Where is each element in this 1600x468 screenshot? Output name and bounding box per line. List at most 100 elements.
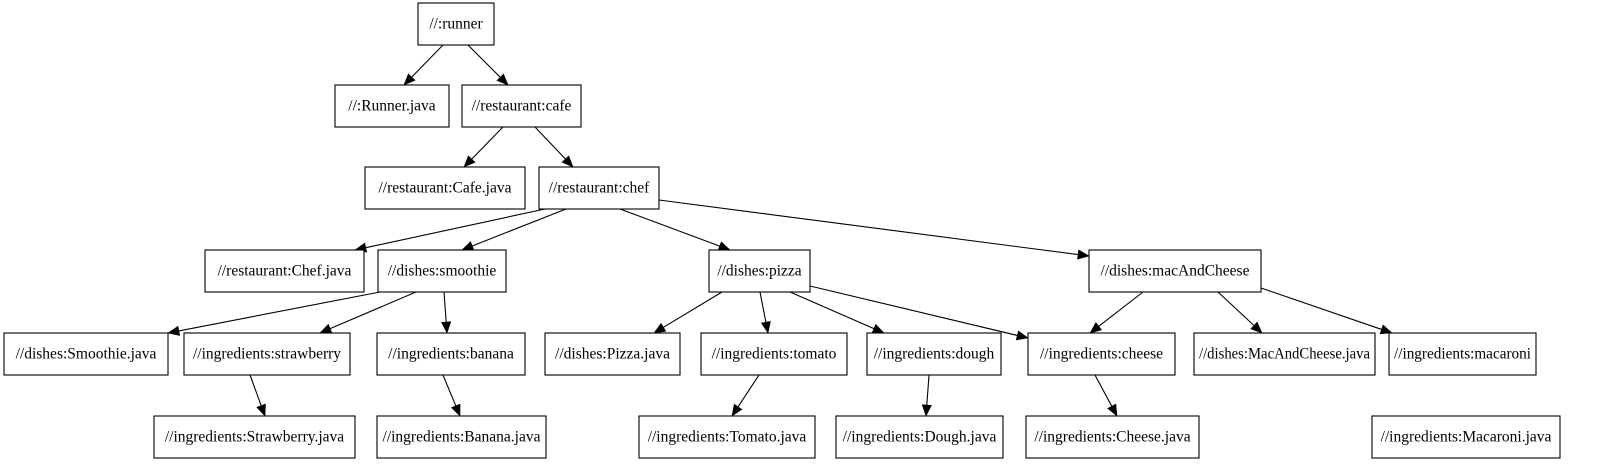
graph-edge — [921, 374, 932, 417]
graph-node-macandcheese_java[interactable]: //dishes:MacAndCheese.java — [1193, 332, 1376, 376]
graph-node-ing_banana[interactable]: //ingredients:banana — [376, 332, 526, 376]
node-label: //ingredients:Dough.java — [843, 429, 997, 446]
node-label: //ingredients:banana — [388, 346, 514, 363]
edge-arrowhead — [717, 241, 731, 251]
node-label: //ingredients:dough — [874, 346, 995, 363]
graph-node-strawberry_java[interactable]: //ingredients:Strawberry.java — [153, 415, 356, 459]
node-label: //dishes:Pizza.java — [555, 346, 670, 363]
node-box[interactable] — [377, 249, 507, 293]
node-box[interactable] — [334, 84, 450, 128]
graph-edge — [354, 208, 546, 253]
graph-node-dough_java[interactable]: //ingredients:Dough.java — [835, 415, 1004, 459]
graph-node-restaurant_cafe[interactable]: //restaurant:cafe — [461, 84, 582, 128]
node-box[interactable] — [1088, 249, 1262, 293]
node-box[interactable] — [3, 332, 169, 376]
edge-arrowhead — [1107, 403, 1118, 417]
graph-node-runner_java[interactable]: //:Runner.java — [334, 84, 450, 128]
node-box[interactable] — [866, 332, 1002, 376]
node-box[interactable] — [544, 332, 681, 376]
node-box[interactable] — [376, 415, 547, 459]
edge-line — [471, 126, 504, 160]
nodes-layer: //:runner //:Runner.java //restaurant:cafe… — [3, 2, 1561, 459]
graph-edge — [789, 291, 885, 334]
edge-arrowhead — [731, 403, 743, 417]
edge-line — [663, 291, 723, 328]
graph-node-ing_tomato[interactable]: //ingredients:tomato — [700, 332, 848, 376]
edge-arrowhead — [1250, 321, 1263, 334]
node-box[interactable] — [1371, 415, 1561, 459]
edge-line — [329, 291, 417, 330]
node-label: //dishes:macAndCheese — [1101, 263, 1250, 280]
edge-arrowhead — [1077, 249, 1090, 260]
edge-line — [249, 374, 262, 406]
graph-node-runner[interactable]: //:runner — [417, 2, 495, 46]
node-label: //:runner — [429, 16, 483, 33]
graph-edge — [463, 126, 504, 168]
node-box[interactable] — [153, 415, 356, 459]
graph-node-chef_java[interactable]: //restaurant:Chef.java — [204, 249, 365, 293]
graph-node-restaurant_chef[interactable]: //restaurant:chef — [538, 166, 660, 210]
edge-line — [619, 208, 720, 247]
edge-line — [759, 291, 767, 323]
edge-arrowhead — [561, 155, 574, 168]
node-box[interactable] — [835, 415, 1004, 459]
graph-node-smoothie_java[interactable]: //dishes:Smoothie.java — [3, 332, 169, 376]
graph-node-dishes_pizza[interactable]: //dishes:pizza — [708, 249, 811, 293]
edge-arrowhead — [921, 404, 932, 417]
node-box[interactable] — [1193, 332, 1376, 376]
graph-edge — [1089, 291, 1144, 334]
edge-arrowhead — [461, 241, 475, 251]
edge-arrowhead — [167, 325, 181, 336]
graph-node-macaroni_java[interactable]: //ingredients:Macaroni.java — [1371, 415, 1561, 459]
graph-node-dishes_macandchs[interactable]: //dishes:macAndCheese — [1088, 249, 1262, 293]
edge-line — [1260, 287, 1382, 330]
edge-arrowhead — [256, 403, 266, 417]
edge-line — [365, 208, 546, 249]
node-label: //restaurant:cafe — [472, 98, 572, 115]
node-box[interactable] — [461, 84, 582, 128]
node-box[interactable] — [638, 415, 816, 459]
graph-edge — [167, 291, 381, 336]
edge-arrowhead — [319, 323, 333, 334]
edge-line — [1098, 291, 1144, 327]
node-label: //restaurant:chef — [549, 180, 651, 197]
node-box[interactable] — [1025, 415, 1200, 459]
graph-node-cafe_java[interactable]: //restaurant:Cafe.java — [364, 166, 526, 210]
edge-line — [737, 374, 760, 408]
edge-line — [1094, 374, 1113, 407]
edge-arrowhead — [403, 73, 416, 86]
node-box[interactable] — [376, 332, 526, 376]
node-box[interactable] — [183, 332, 351, 376]
graph-edge — [1217, 291, 1263, 334]
graph-node-cheese_java[interactable]: //ingredients:Cheese.java — [1025, 415, 1200, 459]
node-box[interactable] — [204, 249, 365, 293]
node-label: //dishes:MacAndCheese.java — [1199, 346, 1370, 363]
node-box[interactable] — [1388, 332, 1537, 376]
node-box[interactable] — [538, 166, 660, 210]
graph-edge — [461, 208, 567, 251]
edge-arrowhead — [760, 320, 771, 334]
graph-node-ing_dough[interactable]: //ingredients:dough — [866, 332, 1002, 376]
node-box[interactable] — [364, 166, 526, 210]
node-box[interactable] — [1027, 332, 1176, 376]
edge-line — [789, 291, 875, 330]
edge-line — [442, 374, 457, 407]
node-label: //ingredients:Tomato.java — [648, 429, 807, 446]
node-box[interactable] — [700, 332, 848, 376]
edge-line — [809, 285, 1018, 336]
edge-line — [472, 208, 567, 247]
node-box[interactable] — [708, 249, 811, 293]
graph-edge — [467, 44, 509, 86]
graph-node-pizza_java[interactable]: //dishes:Pizza.java — [544, 332, 681, 376]
graph-node-dishes_smoothie[interactable]: //dishes:smoothie — [377, 249, 507, 293]
graph-node-banana_java[interactable]: //ingredients:Banana.java — [376, 415, 547, 459]
edge-arrowhead — [451, 403, 461, 417]
graph-node-ing_macaroni[interactable]: //ingredients:macaroni — [1388, 332, 1537, 376]
graph-node-ing_strawberry[interactable]: //ingredients:strawberry — [183, 332, 351, 376]
graph-node-ing_cheese[interactable]: //ingredients:cheese — [1027, 332, 1176, 376]
graph-node-tomato_java[interactable]: //ingredients:Tomato.java — [638, 415, 816, 459]
node-box[interactable] — [417, 2, 495, 46]
graph-edge — [759, 291, 771, 334]
edge-arrowhead — [1089, 322, 1103, 334]
